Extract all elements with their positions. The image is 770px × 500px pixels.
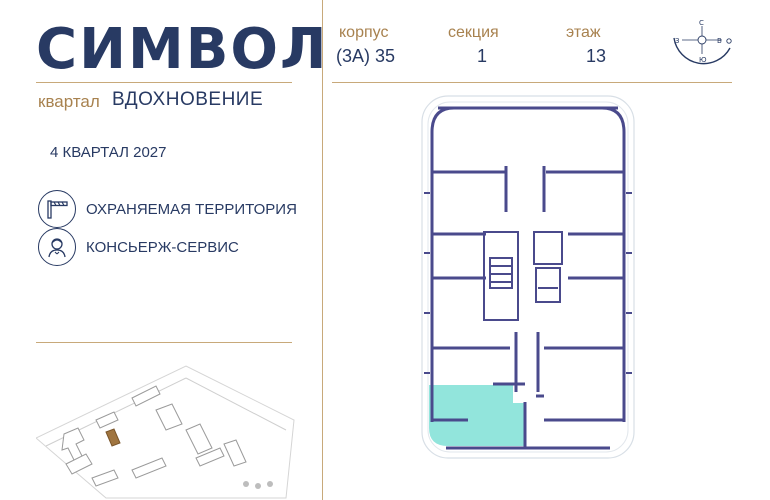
compass-icon: С Ю З В bbox=[673, 19, 732, 65]
district-label: квартал bbox=[38, 92, 100, 111]
divider-bottom-left bbox=[36, 342, 292, 343]
divider-top-left bbox=[36, 82, 292, 83]
current-building-marker bbox=[105, 428, 121, 447]
concierge-icon bbox=[38, 228, 76, 266]
compass-east: В bbox=[717, 37, 722, 45]
section-label: секция bbox=[448, 24, 499, 41]
building-label: корпус bbox=[339, 24, 389, 41]
compass-west: З bbox=[675, 37, 680, 45]
feature-concierge: КОНСЬЕРЖ-СЕРВИС bbox=[38, 228, 239, 266]
building-value: (3А) 35 bbox=[336, 46, 396, 66]
floor-value: 13 bbox=[586, 46, 607, 66]
divider-top-right bbox=[332, 82, 732, 83]
completion-date: 4 КВАРТАЛ 2027 bbox=[50, 144, 167, 161]
floor-plan bbox=[421, 95, 635, 459]
feature-security-label: ОХРАНЯЕМАЯ ТЕРРИТОРИЯ bbox=[86, 200, 297, 218]
floor-label: этаж bbox=[566, 24, 601, 41]
brand-logo: СИМВОЛ bbox=[36, 17, 329, 82]
compass-north: С bbox=[699, 19, 704, 27]
barrier-icon bbox=[38, 190, 76, 228]
site-plan-map bbox=[36, 365, 295, 499]
section-value: 1 bbox=[477, 46, 488, 66]
compass-south: Ю bbox=[699, 56, 707, 64]
district-name: ВДОХНОВЕНИЕ bbox=[112, 89, 264, 110]
divider-vertical bbox=[322, 0, 323, 500]
selected-apartment bbox=[429, 385, 525, 446]
feature-security: ОХРАНЯЕМАЯ ТЕРРИТОРИЯ bbox=[38, 190, 297, 228]
feature-concierge-label: КОНСЬЕРЖ-СЕРВИС bbox=[86, 238, 239, 256]
